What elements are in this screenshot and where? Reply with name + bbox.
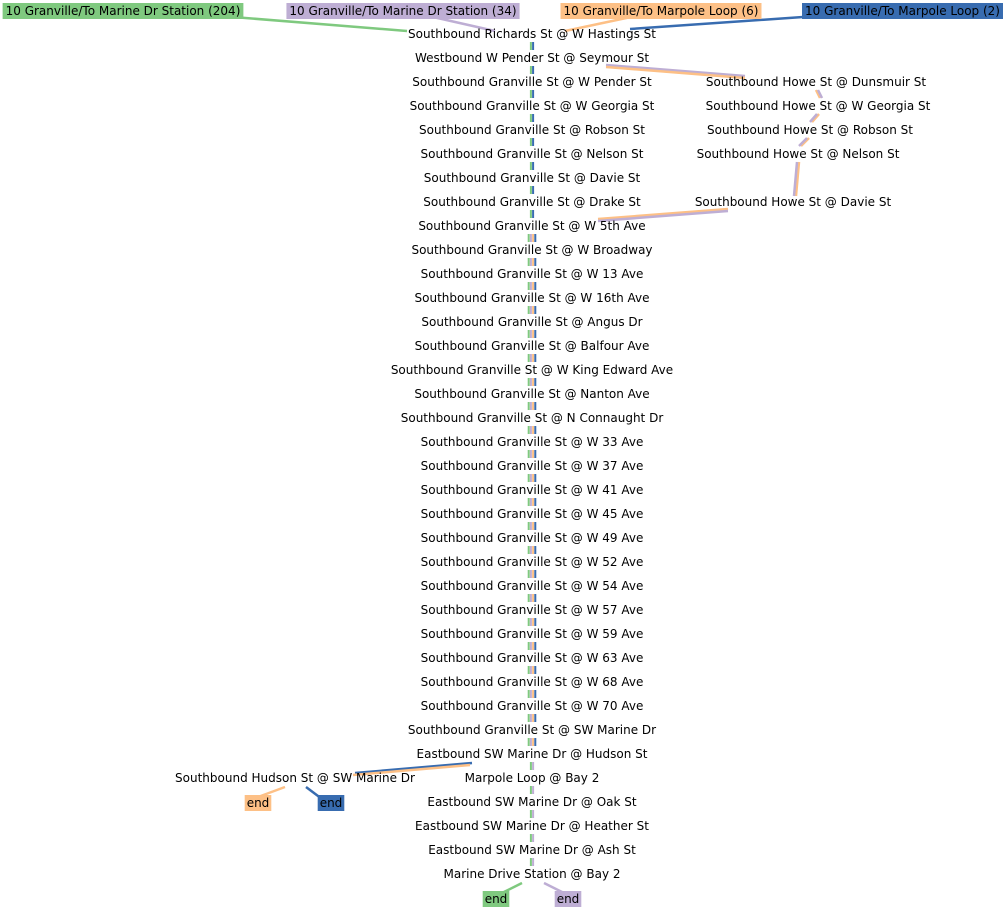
howe-link-4-purple [792,161,799,197]
route-header-box [286,3,520,19]
stop-label-granville-pender: Southbound Granville St @ W Pender St [412,75,652,89]
stop-label-hudson-marine: Southbound Hudson St @ SW Marine Dr [175,771,415,785]
stop-label-marine-station: Marine Drive Station @ Bay 2 [443,867,620,881]
route-header-box [2,3,244,19]
stop-label-granville-49: Southbound Granville St @ W 49 Ave [421,531,644,545]
stop-label-marine-hudson: Eastbound SW Marine Dr @ Hudson St [417,747,648,761]
branch-howe-granville-purple [597,209,729,223]
end-marker-box [554,891,582,907]
route-header-label: 10 Granville/To Marine Dr Station (34) [289,4,516,18]
stop-label-granville-5th: Southbound Granville St @ W 5th Ave [418,219,645,233]
stop-label-granville-33: Southbound Granville St @ W 33 Ave [421,435,644,449]
route-header-1: 10 Granville/To Marine Dr Station (34) [286,3,520,19]
stop-label-marine-ash: Eastbound SW Marine Dr @ Ash St [428,843,636,857]
stop-label-granville-45: Southbound Granville St @ W 45 Ave [421,507,644,521]
stop-label-granville-balfour: Southbound Granville St @ Balfour Ave [415,339,650,353]
end-markers: end end end end [244,795,582,907]
stop-label-granville-70: Southbound Granville St @ W 70 Ave [421,699,644,713]
branch-hudson-blue [354,761,473,775]
howe-link-1-purple [816,89,824,99]
feeder-line-0 [232,15,408,33]
stop-label-granville-37: Southbound Granville St @ W 37 Ave [421,459,644,473]
stop-label-howe-robson: Southbound Howe St @ Robson St [707,123,913,137]
branch-hudson-orange [352,763,471,777]
howe-link-2-purple [809,113,818,123]
end-marker-box [482,891,510,907]
route-headers: 10 Granville/To Marine Dr Station (204) 1… [2,3,1003,19]
stop-label-granville-drake: Southbound Granville St @ Drake St [423,195,641,209]
route-header-label: 10 Granville/To Marpole Loop (6) [564,4,759,18]
stop-labels: Southbound Richards St @ W Hastings St We… [175,27,931,881]
branch-howe-granville-orange [597,207,729,221]
stop-label-howe-georgia: Southbound Howe St @ W Georgia St [706,99,931,113]
route-header-3: 10 Granville/To Marpole Loop (2) [802,3,1003,19]
end-marker-0: end [482,891,510,907]
stop-label-granville-16th: Southbound Granville St @ W 16th Ave [415,291,650,305]
route-header-2: 10 Granville/To Marpole Loop (6) [560,3,762,19]
stop-label-granville-59: Southbound Granville St @ W 59 Ave [421,627,644,641]
branch-pender-howe-orange [605,65,746,80]
stop-label-granville-broadway: Southbound Granville St @ W Broadway [411,243,652,257]
howe-link-4-orange [794,161,801,197]
stop-label-granville-sw-marine: Southbound Granville St @ SW Marine Dr [408,723,656,737]
stop-label-granville-41: Southbound Granville St @ W 41 Ave [421,483,644,497]
end-marker-box [317,795,345,811]
end-marker-1: end [554,891,582,907]
howe-link-2-orange [811,113,820,123]
stop-label-granville-57: Southbound Granville St @ W 57 Ave [421,603,644,617]
stop-label-pender-seymour: Westbound W Pender St @ Seymour St [415,51,649,65]
stop-label-granville-davie: Southbound Granville St @ Davie St [424,171,641,185]
stop-label-granville-52: Southbound Granville St @ W 52 Ave [421,555,644,569]
end-marker-3: end [317,795,345,811]
stop-label-granville-13: Southbound Granville St @ W 13 Ave [421,267,644,281]
route-header-box [560,3,762,19]
stop-label-granville-nanton: Southbound Granville St @ Nanton Ave [414,387,649,401]
end-marker-label: end [557,892,580,906]
end-marker-label: end [320,796,343,810]
feeder-line-3 [629,15,804,31]
end-marker-label: end [247,796,270,810]
feeder-line-1 [432,15,496,33]
feeder-line-2 [564,15,632,33]
branch-pender-howe-purple [605,63,746,78]
howe-link-1-orange [814,89,822,99]
stop-label-marine-heather: Eastbound SW Marine Dr @ Heather St [415,819,649,833]
stop-label-granville-georgia: Southbound Granville St @ W Georgia St [410,99,655,113]
stop-label-granville-robson: Southbound Granville St @ Robson St [419,123,645,137]
howe-link-3-orange [800,137,810,147]
end-marker-2: end [244,795,272,811]
stop-label-granville-68: Southbound Granville St @ W 68 Ave [421,675,644,689]
stop-label-richards-hastings: Southbound Richards St @ W Hastings St [408,27,656,41]
stop-label-howe-nelson: Southbound Howe St @ Nelson St [697,147,900,161]
route-header-label: 10 Granville/To Marpole Loop (2) [805,4,1000,18]
stop-label-howe-dunsmuir: Southbound Howe St @ Dunsmuir St [706,75,927,89]
route-header-0: 10 Granville/To Marine Dr Station (204) [2,3,244,19]
route-header-box [802,3,1003,19]
stop-label-granville-angus: Southbound Granville St @ Angus Dr [421,315,642,329]
stop-label-granville-54: Southbound Granville St @ W 54 Ave [421,579,644,593]
route-header-label: 10 Granville/To Marine Dr Station (204) [6,4,241,18]
end-marker-box [244,795,272,811]
howe-link-3-purple [798,137,808,147]
end-marker-label: end [485,892,508,906]
stop-label-marpole-loop: Marpole Loop @ Bay 2 [465,771,600,785]
route-edges [232,15,824,896]
stop-label-granville-63: Southbound Granville St @ W 63 Ave [421,651,644,665]
stop-label-marine-oak: Eastbound SW Marine Dr @ Oak St [427,795,637,809]
stop-label-granville-nelson: Southbound Granville St @ Nelson St [421,147,644,161]
stop-label-granville-king-edward: Southbound Granville St @ W King Edward … [391,363,673,377]
stop-label-granville-connaught: Southbound Granville St @ N Connaught Dr [401,411,664,425]
stop-label-howe-davie: Southbound Howe St @ Davie St [695,195,892,209]
